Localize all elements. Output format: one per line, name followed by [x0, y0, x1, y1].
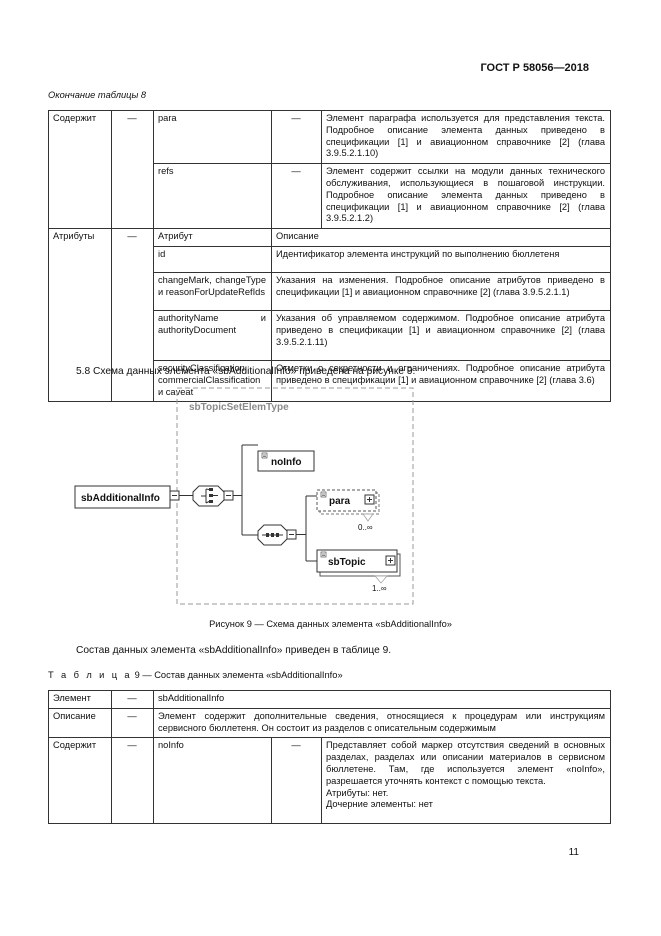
- table-cell: —: [271, 737, 322, 825]
- table-row: changeMark, changeType и reasonForUpdate…: [49, 271, 611, 311]
- table-row: Содержит — para — Элемент параграфа испо…: [48, 109, 611, 230]
- table-cell: Содержит: [48, 109, 112, 230]
- table-8-continuation-caption: Окончание таблицы 8: [48, 90, 147, 100]
- svg-text:sbAdditionalInfo: sbAdditionalInfo: [81, 493, 160, 504]
- choice-compositor-icon: [192, 485, 225, 507]
- table-cell: Идентификатор элемента инструкций по вып…: [271, 245, 611, 273]
- table-row: refs — Элемент содержит ссылки на модули…: [49, 163, 611, 230]
- table-cell: Отметки о секретности и ограничениях. По…: [271, 359, 611, 403]
- table-cell: Представляет собой маркер отсутствия све…: [321, 737, 611, 825]
- table-cell: Атрибуты: [48, 228, 112, 403]
- section-5-8-text: 5.8 Схема данных элемента «sbAdditionalI…: [76, 366, 416, 377]
- table-9: Элемент — sbAdditionalInfo Описание — Эл…: [48, 690, 611, 825]
- table-row: Атрибуты — Атрибут Описание: [48, 228, 611, 403]
- standard-number: ГОСТ Р 58056—2018: [480, 62, 589, 74]
- table-cell: sbAdditionalInfo: [153, 690, 611, 709]
- cell-paragraph: Дочерние элементы: нет: [326, 799, 433, 810]
- sbadditionalinfo-node: sbAdditionalInfo: [74, 485, 171, 509]
- cell-paragraph: Атрибуты: нет.: [326, 787, 389, 798]
- table-cell: securityClassification, commercialClassi…: [153, 359, 272, 403]
- table-9-title: Т а б л и ц а 9 — Состав данных элемента…: [48, 670, 343, 682]
- table-cell: Указания об управляемом содержимом. Подр…: [271, 309, 611, 361]
- sequence-connector: [296, 495, 317, 562]
- table-cell: —: [111, 228, 154, 403]
- table-cell: para: [153, 109, 272, 165]
- table-cell: authorityName и authorityDocument: [153, 309, 272, 361]
- choice-connector: [233, 444, 258, 536]
- table-row: Содержит — noInfo — Представляет собой м…: [48, 737, 611, 825]
- table-9-title-prefix: Т а б л и ц а: [48, 670, 132, 680]
- figure-caption: Рисунок 9 — Схема данных элемента «sbAdd…: [209, 619, 452, 629]
- table-8: Содержит — para — Элемент параграфа испо…: [48, 109, 611, 403]
- table-row: securityClassification, commercialClassi…: [49, 359, 611, 403]
- sbtopic-cardinality: 1..∞: [372, 584, 387, 593]
- table-9-title-rest: 9 — Состав данных элемента «sbAdditional…: [132, 670, 343, 680]
- para-cardinality-marker: [362, 513, 374, 522]
- table-cell: Элемент содержит дополнительные сведения…: [153, 707, 611, 739]
- table-cell: Указания на изменения. Подробное описани…: [271, 271, 611, 311]
- collapse-toggle-icon[interactable]: [169, 490, 180, 501]
- table-cell: Атрибут: [153, 228, 272, 247]
- table-cell: —: [111, 707, 154, 739]
- table-row: Описание — Элемент содержит дополнительн…: [48, 707, 611, 739]
- table-cell: Элемент параграфа используется для предс…: [321, 109, 611, 165]
- table-cell: refs: [153, 163, 272, 230]
- table-cell: Элемент: [48, 690, 112, 709]
- table-cell: —: [111, 109, 154, 230]
- noinfo-node: noInfo: [257, 450, 315, 472]
- expand-toggle-icon[interactable]: [364, 494, 375, 505]
- table-cell: id: [153, 245, 272, 273]
- table-cell: —: [271, 163, 322, 230]
- expand-toggle-icon[interactable]: [385, 555, 396, 566]
- collapse-toggle-icon[interactable]: [286, 529, 297, 540]
- schema-diagram: sbTopicSetElemType sbAdditionalInfo noIn…: [74, 387, 414, 605]
- table-cell: changeMark, changeType и reasonForUpdate…: [153, 271, 272, 311]
- sbtopic-cardinality-marker: [374, 575, 388, 584]
- table-cell: —: [111, 737, 154, 825]
- para-node: para: [316, 489, 380, 515]
- table-cell: Элемент содержит ссылки на модули данных…: [321, 163, 611, 230]
- table-cell: —: [111, 690, 154, 709]
- table-cell: Содержит: [48, 737, 112, 825]
- table-cell: Описание: [271, 228, 611, 247]
- para-cardinality: 0..∞: [358, 523, 373, 532]
- composition-text: Состав данных элемента «sbAdditionalInfo…: [76, 645, 392, 656]
- svg-text:noInfo: noInfo: [271, 457, 302, 468]
- svg-text:para: para: [329, 496, 351, 507]
- table-row: Элемент — sbAdditionalInfo: [48, 690, 611, 709]
- svg-text:sbTopic: sbTopic: [328, 557, 366, 568]
- collapse-toggle-icon[interactable]: [223, 490, 234, 501]
- table-cell: noInfo: [153, 737, 272, 825]
- sequence-compositor-icon: [257, 524, 288, 546]
- table-cell: Описание: [48, 707, 112, 739]
- sbtopic-node: sbTopic: [316, 549, 401, 577]
- table-cell: —: [271, 109, 322, 165]
- cell-paragraph: Представляет собой маркер отсутствия све…: [326, 740, 605, 786]
- page-number: 11: [568, 847, 579, 858]
- group-label: sbTopicSetElemType: [189, 402, 289, 413]
